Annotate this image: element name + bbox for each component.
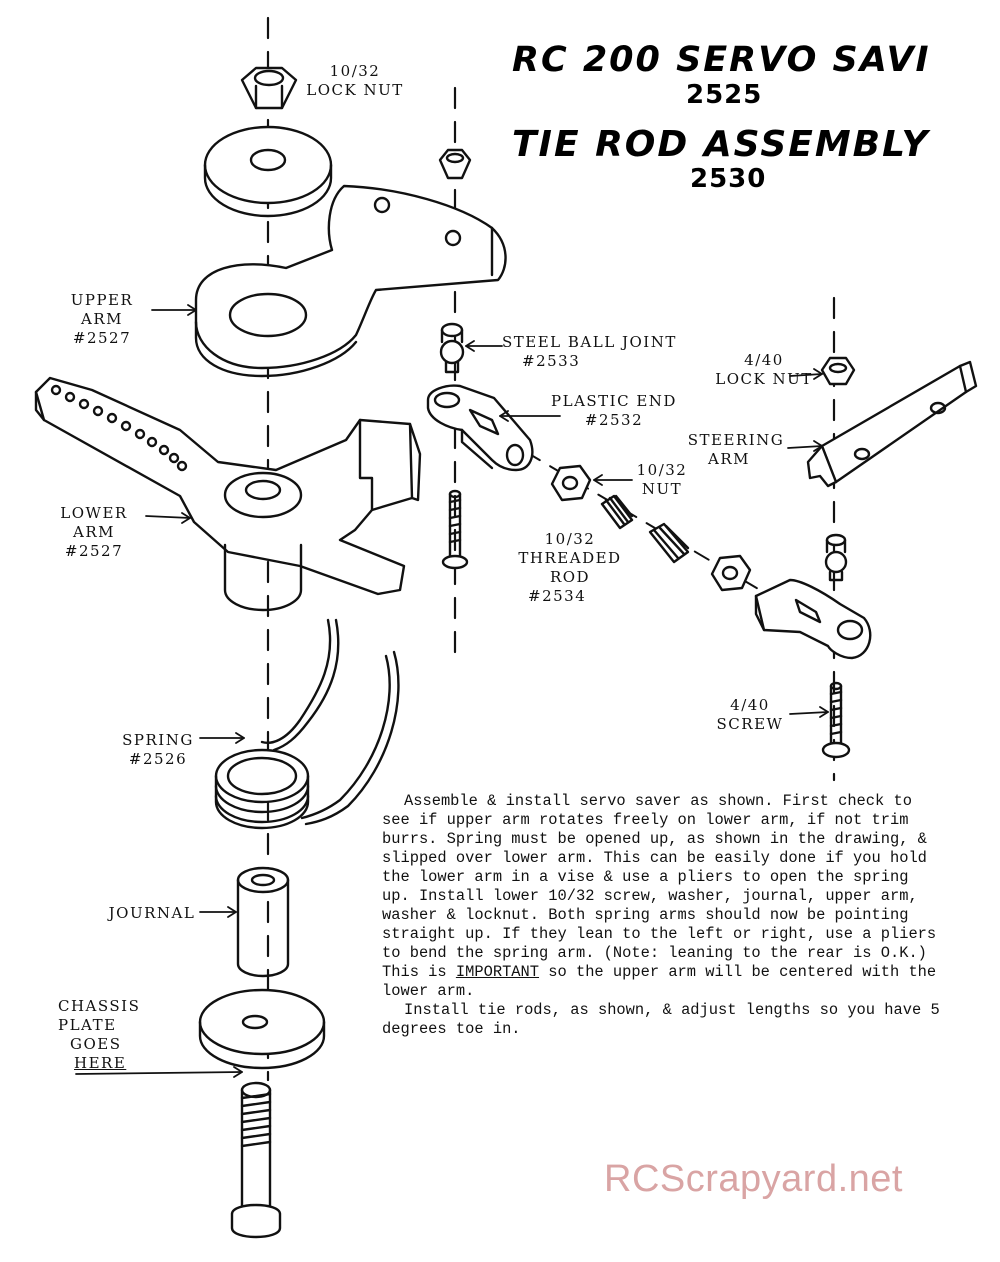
chassis-plate-label: CHASSIS PLATE GOES HERE (58, 997, 168, 1073)
spring-icon (214, 618, 400, 830)
lower-arm-label-line2: ARM (73, 523, 115, 541)
plastic-end-label: PLASTIC END #2532 (548, 392, 680, 430)
upper-arm-label-line1: UPPER (70, 291, 134, 309)
steel-ball-joint-label-line1: STEEL BALL JOINT (502, 333, 677, 351)
small-nut-icon (438, 148, 472, 180)
lower-arm-icon (34, 376, 422, 612)
bottom-screw-icon (230, 1081, 282, 1239)
leader-lines (75, 304, 829, 1078)
spring-label-part: #2526 (128, 750, 188, 768)
instructions-p1-part-a: Assemble & install servo saver as shown.… (382, 792, 937, 981)
screw-440-label: 4/40 SCREW (712, 696, 788, 734)
upper-arm-icon (194, 184, 507, 378)
threaded-rod-label: 10/32 THREADED ROD #2534 (514, 530, 626, 606)
plastic-end-label-line1: PLASTIC END (551, 392, 677, 410)
lock-nut-440-label: 4/40 LOCK NUT (712, 351, 816, 389)
lock-nut-label-name: LOCK NUT (306, 81, 404, 99)
plastic-end-label-part: #2532 (584, 411, 644, 429)
lock-nut-icon (240, 66, 298, 110)
screw-440-label-size: 4/40 (730, 696, 770, 714)
lower-arm-label: LOWER ARM #2527 (46, 504, 142, 561)
tie-rod-screw-icon (441, 489, 469, 570)
plastic-end-lower-icon (754, 578, 872, 660)
tie-rod-second-nut-icon (710, 554, 752, 592)
title-line1: RC 200 SERVO SAVI (512, 40, 931, 80)
steel-ball-joint-label: STEEL BALL JOINT #2533 (502, 333, 682, 371)
spring-label: SPRING #2526 (110, 731, 206, 769)
spring-label-line1: SPRING (122, 731, 194, 749)
instructions-paragraph-1: Assemble & install servo saver as shown.… (382, 792, 942, 1001)
lock-nut-440-label-size: 4/40 (744, 351, 784, 369)
upper-arm-label: UPPER ARM #2527 (54, 291, 150, 348)
title-line1-number: 2525 (686, 80, 763, 110)
steering-screw-icon (821, 681, 851, 759)
steel-ball-joint-label-part: #2533 (522, 352, 581, 370)
steel-ball-joint-icon (439, 322, 465, 374)
threaded-rod-label-size: 10/32 (544, 530, 596, 548)
steering-ball-joint-icon (824, 533, 848, 582)
upper-arm-label-part: #2527 (72, 329, 132, 347)
journal-icon (236, 866, 290, 978)
lock-nut-440-label-name: LOCK NUT (715, 370, 813, 388)
threaded-rod-label-part: #2534 (528, 587, 587, 605)
journal-label: JOURNAL (108, 904, 196, 922)
lock-nut-label-size: 10/32 (329, 62, 381, 80)
chassis-plate-label-line4: HERE (74, 1054, 127, 1072)
instructions-p1-part-b: so the upper arm will be centered with t… (382, 963, 937, 1000)
lock-nut-label: 10/32 LOCK NUT (300, 62, 410, 100)
nut-label: 10/32 NUT (630, 461, 694, 499)
steering-arm-label: STEERING ARM (684, 431, 788, 469)
watermark-text: RCScrapyard.net (604, 1158, 903, 1200)
chassis-plate-label-line3: GOES (70, 1035, 122, 1053)
nut-label-name: NUT (641, 480, 683, 498)
steering-arm-label-line1: STEERING (687, 431, 785, 449)
title-line2: TIE ROD ASSEMBLY (512, 124, 930, 165)
threaded-rod-label-line3: ROD (549, 568, 591, 586)
lower-arm-label-part: #2527 (64, 542, 124, 560)
steering-lock-nut-icon (820, 356, 856, 386)
threaded-rod-icon (600, 494, 690, 564)
nut-label-size: 10/32 (636, 461, 688, 479)
steering-arm-label-line2: ARM (708, 450, 750, 468)
threaded-rod-label-line2: THREADED (518, 549, 622, 567)
upper-arm-label-line2: ARM (81, 310, 123, 328)
instructions-paragraph-2: Install tie rods, as shown, & adjust len… (382, 1001, 940, 1038)
tie-rod-nut-icon (550, 464, 592, 502)
lower-arm-label-line1: LOWER (60, 504, 128, 522)
assembly-instructions: Assemble & install servo saver as shown.… (382, 792, 942, 1039)
screw-440-label-name: SCREW (716, 715, 784, 733)
chassis-plate-label-line1: CHASSIS (58, 997, 141, 1015)
plastic-end-icon (426, 384, 534, 472)
chassis-plate-label-line2: PLATE (58, 1016, 117, 1034)
bottom-washer-icon (198, 988, 326, 1070)
title-line2-number: 2530 (690, 164, 767, 194)
instructions-important: IMPORTANT (455, 963, 540, 981)
top-washer-icon (203, 125, 333, 218)
